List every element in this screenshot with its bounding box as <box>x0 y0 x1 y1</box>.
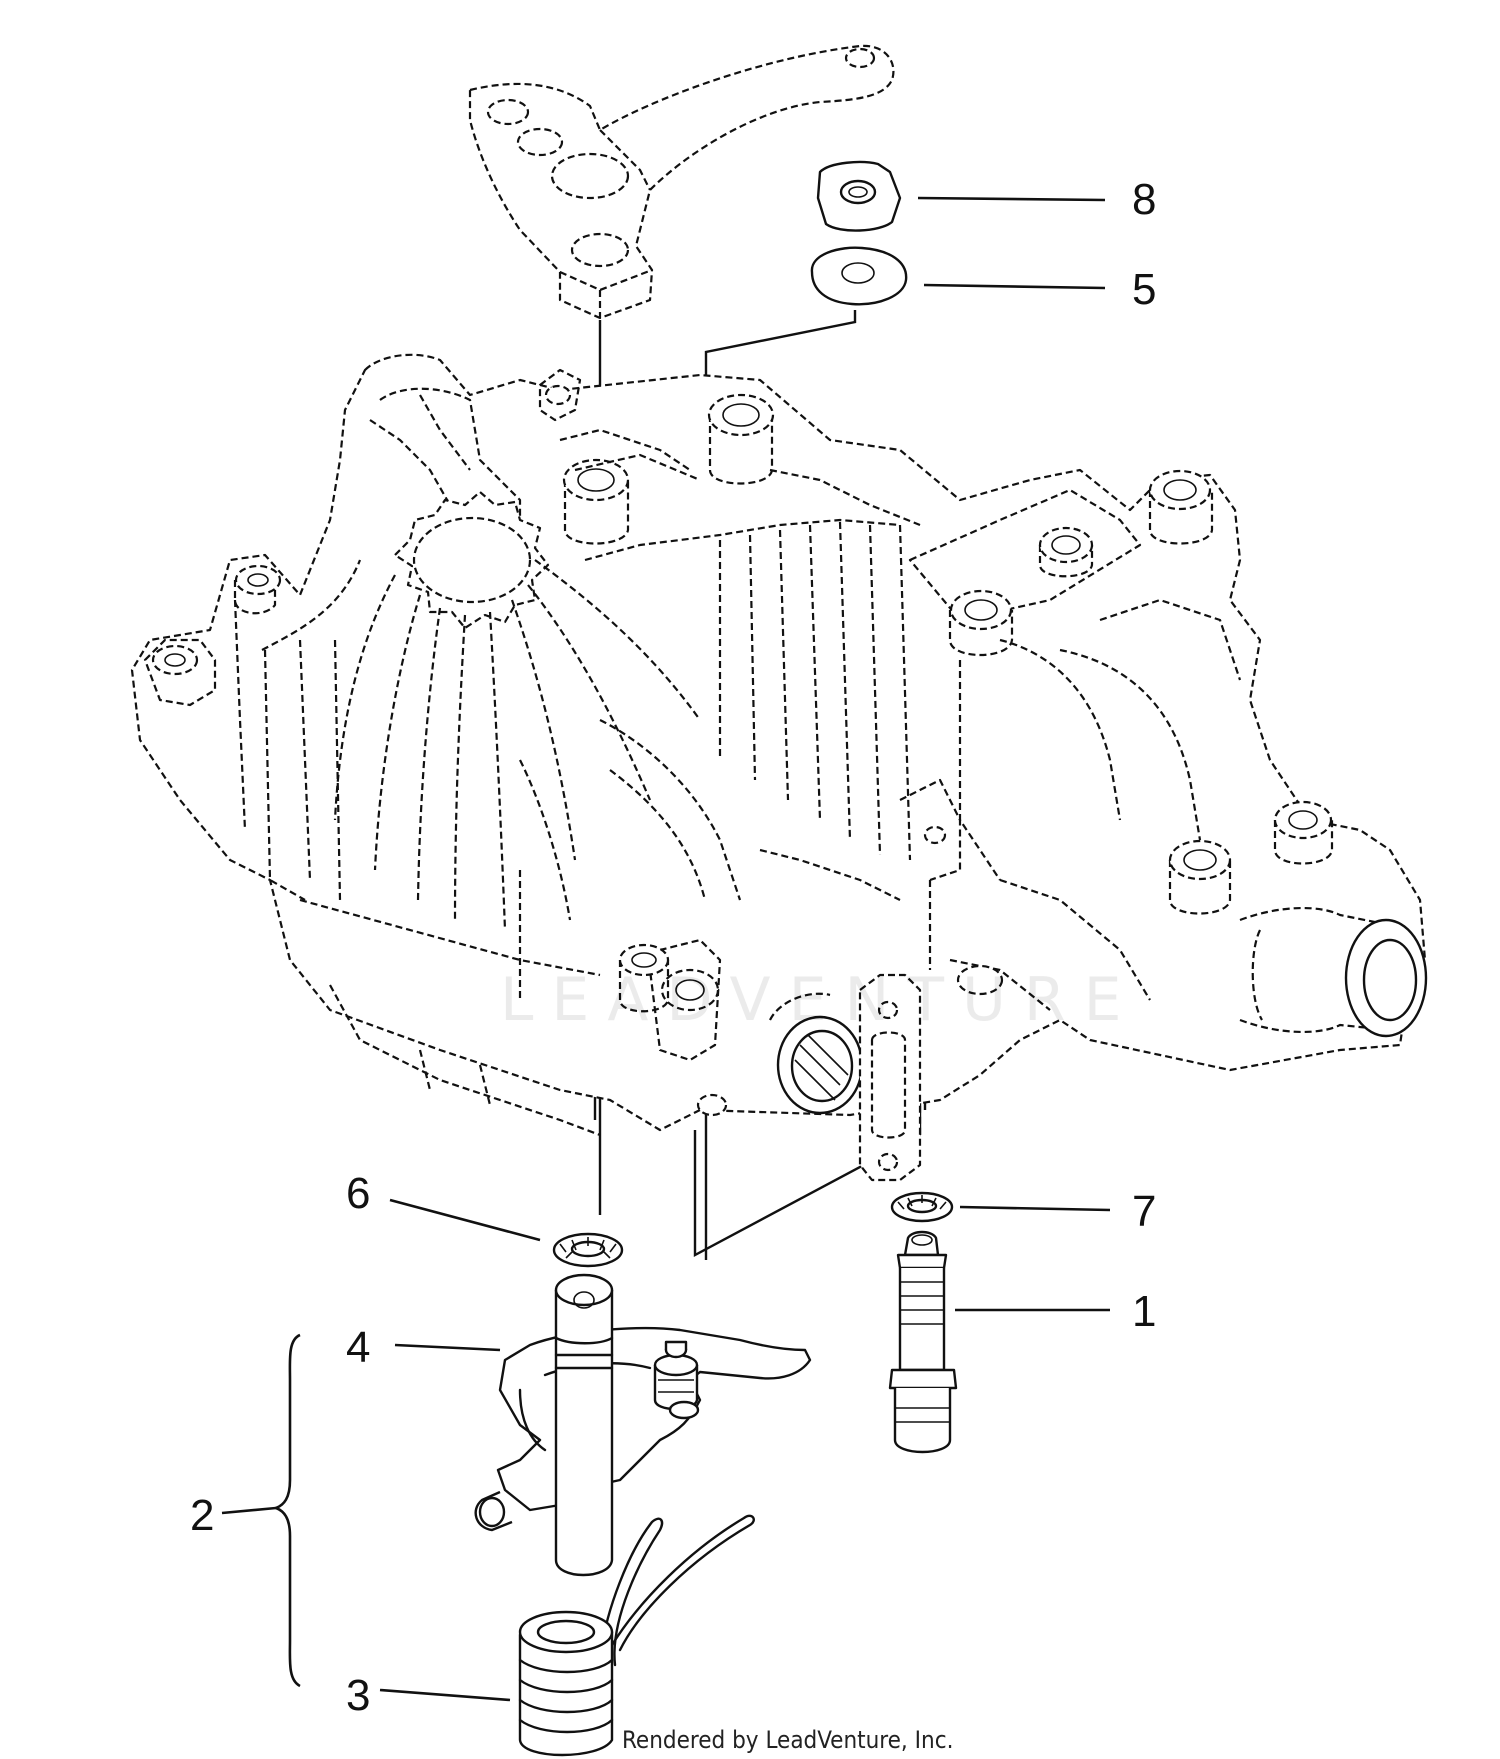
watermark-text: LEADVENTURE <box>500 965 1140 1035</box>
part-5-flat-washer[interactable] <box>810 246 908 306</box>
callout-1: 1 <box>1132 1287 1156 1336</box>
callout-3: 3 <box>346 1671 370 1720</box>
credit-text: Rendered by LeadVenture, Inc. <box>622 1726 953 1754</box>
control-arm <box>468 44 895 320</box>
assembly-bracket <box>272 1333 301 1688</box>
callout-8: 8 <box>1132 175 1156 224</box>
callout-5: 5 <box>1132 265 1156 314</box>
transaxle-housing <box>130 353 1428 1182</box>
callout-leaders <box>221 196 1111 1702</box>
callout-labels: 8 5 6 7 1 4 2 3 <box>190 175 1156 1720</box>
part-7-retaining-ring[interactable] <box>890 1191 954 1223</box>
callout-2: 2 <box>190 1491 214 1540</box>
callout-4: 4 <box>346 1323 370 1372</box>
callout-7: 7 <box>1132 1187 1156 1236</box>
part-4-shaft-and-fork[interactable] <box>474 1273 812 1577</box>
part-3-torsion-spring[interactable] <box>518 1514 755 1757</box>
callout-6: 6 <box>346 1169 370 1218</box>
part-1-pin[interactable] <box>888 1230 958 1454</box>
part-6-retaining-ring[interactable] <box>552 1232 624 1268</box>
part-8-hex-nut[interactable] <box>816 160 902 232</box>
